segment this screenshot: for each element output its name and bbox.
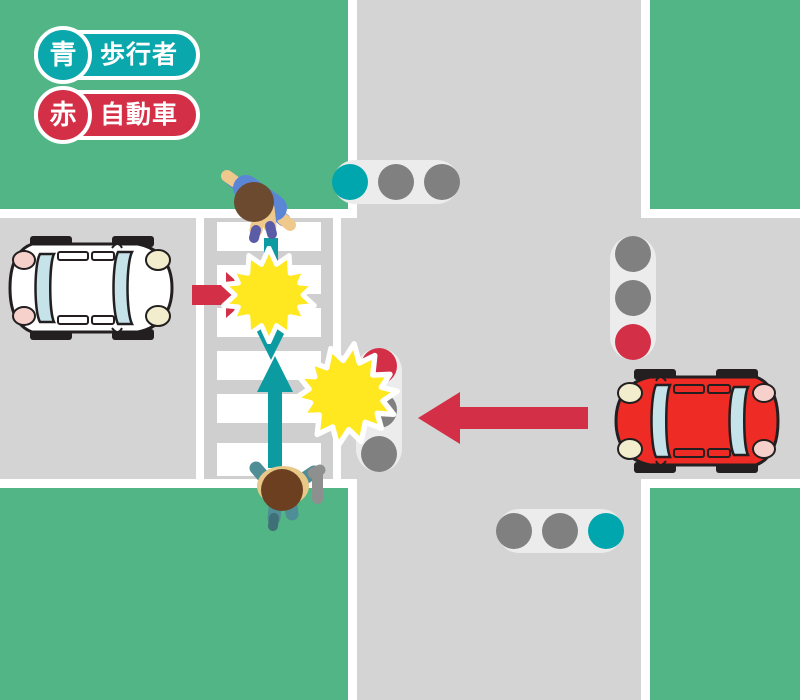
car-red[interactable] xyxy=(612,367,780,475)
kerb-bottom-left-horizontal xyxy=(0,479,357,488)
kerb-bottom-right-horizontal xyxy=(641,479,800,488)
legend-row-pedestrian: 歩行者 青 xyxy=(34,26,201,84)
crosswalk-edge-right xyxy=(333,218,341,479)
signal-lamp-red xyxy=(496,513,532,549)
pedestrian-lower[interactable] xyxy=(234,452,330,532)
signal-lamp-red xyxy=(424,164,460,200)
collision-lower xyxy=(292,341,400,449)
signal-lamp-green xyxy=(332,164,368,200)
crosswalk-edge-left xyxy=(196,218,204,479)
collision-upper xyxy=(220,246,318,344)
kerb-bottom-right-vertical xyxy=(641,479,650,700)
grass-top-right xyxy=(650,0,800,209)
signal-lamp-red xyxy=(615,236,651,272)
kerb-top-left-vertical xyxy=(348,0,357,218)
signal-lamp-green xyxy=(361,436,397,472)
grass-bottom-right xyxy=(650,488,800,700)
signal-lamp-green xyxy=(615,324,651,360)
kerb-top-right-horizontal xyxy=(641,209,800,218)
pedestrian-upper[interactable] xyxy=(212,164,304,256)
signal-top-horizontal[interactable] xyxy=(332,160,460,204)
legend-badge-blue: 青 xyxy=(34,26,92,84)
signal-lamp-green xyxy=(588,513,624,549)
legend-row-vehicle: 自動車 赤 xyxy=(34,86,201,144)
kerb-top-left-horizontal xyxy=(0,209,348,218)
arrow-pedestrian-lower xyxy=(257,356,293,468)
kerb-bottom-left-vertical xyxy=(348,479,357,700)
car-white[interactable] xyxy=(8,234,176,342)
arrow-red-car xyxy=(418,392,588,444)
kerb-top-right-vertical xyxy=(641,0,650,218)
signal-lamp-yellow xyxy=(615,280,651,316)
legend-badge-red: 赤 xyxy=(34,86,92,144)
signal-right-vertical[interactable] xyxy=(610,236,656,360)
signal-lamp-yellow xyxy=(378,164,414,200)
legend: 歩行者 青 自動車 赤 xyxy=(34,26,201,144)
signal-bottom-horizontal[interactable] xyxy=(496,509,624,553)
signal-lamp-yellow xyxy=(542,513,578,549)
grass-bottom-left xyxy=(0,488,348,700)
